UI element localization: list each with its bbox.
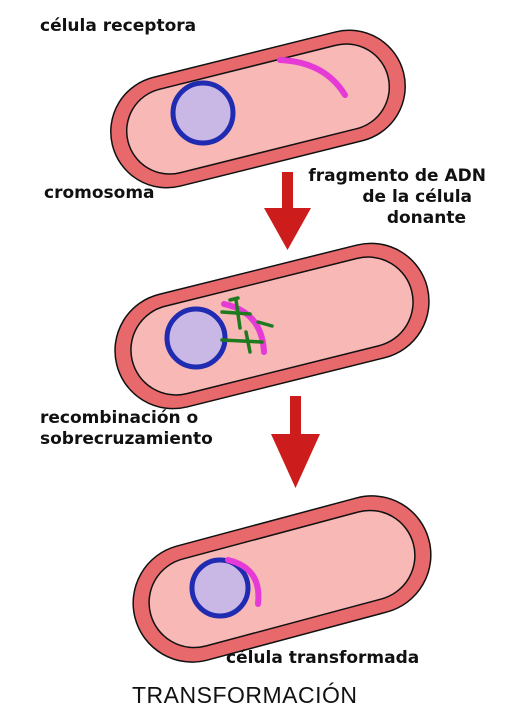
- recombination-links: [220, 296, 274, 354]
- integrated-dna-fragment: [225, 557, 262, 607]
- chromosome-ring: [170, 80, 236, 146]
- fragment-line-2: de la célula: [362, 187, 472, 207]
- label-chromosome: cromosoma: [44, 183, 155, 203]
- chromosome-ring: [189, 557, 251, 619]
- label-transformed-cell: célula transformada: [226, 648, 420, 668]
- donor-dna-fragment: [277, 57, 348, 98]
- label-receptor-cell: célula receptora: [40, 16, 197, 36]
- fragment-line-3: donante: [386, 208, 466, 228]
- recomb-line-2: sobrecruzamiento: [40, 429, 213, 449]
- down-arrow-2: [271, 396, 320, 488]
- fragment-line-1: fragmento de ADN: [308, 166, 486, 186]
- donor-dna-fragment: [221, 301, 267, 355]
- down-arrow-1: [264, 172, 311, 250]
- page-title: TRANSFORMACIÓN: [132, 682, 358, 708]
- label-recombination: recombinación o sobrecruzamiento: [40, 408, 213, 450]
- transformed-cell: [132, 495, 432, 663]
- recomb-line-1: recombinación o: [40, 408, 199, 428]
- label-dna-fragment: fragmento de ADN de la célula donante: [286, 166, 486, 229]
- chromosome-ring: [164, 306, 228, 370]
